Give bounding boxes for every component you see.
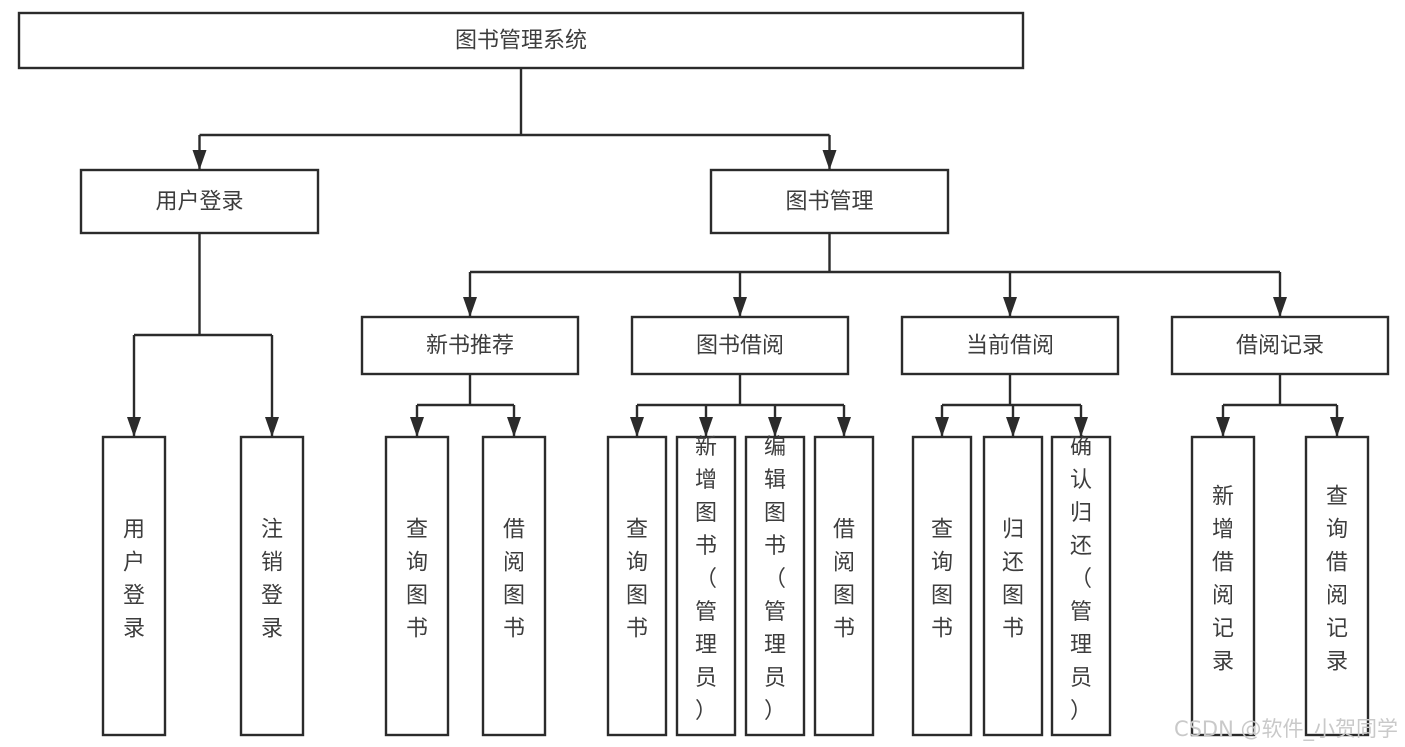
node-box-new-book-recommend[interactable] bbox=[360, 315, 580, 376]
node-box-user-login[interactable] bbox=[79, 168, 320, 235]
connector-group-root bbox=[192, 68, 837, 170]
node-leaf-query-book-current[interactable]: 查询图书 bbox=[911, 435, 973, 737]
arrow-head-icon bbox=[1273, 297, 1287, 317]
node-box-leaf-add-book[interactable] bbox=[675, 435, 737, 737]
arrow-head-icon bbox=[1074, 417, 1088, 437]
node-label-root: 图书管理系统 bbox=[455, 29, 587, 54]
node-label-leaf-user-login: 用户登录 bbox=[123, 518, 145, 642]
node-label-leaf-query-borrow-record: 查询借阅记录 bbox=[1326, 485, 1348, 675]
node-label-leaf-query-book: 查询图书 bbox=[626, 518, 648, 642]
node-box-leaf-query-book-current[interactable] bbox=[911, 435, 973, 737]
node-book-management[interactable]: 图书管理 bbox=[709, 168, 950, 235]
node-box-leaf-edit-book[interactable] bbox=[744, 435, 806, 737]
node-leaf-query-borrow-record[interactable]: 查询借阅记录 bbox=[1304, 435, 1370, 737]
node-root[interactable]: 图书管理系统 bbox=[17, 11, 1025, 70]
connector-group-current-borrow bbox=[935, 374, 1088, 437]
arrow-head-icon bbox=[1330, 417, 1344, 437]
node-box-borrow-record[interactable] bbox=[1170, 315, 1390, 376]
node-box-leaf-borrow-book-recommend[interactable] bbox=[481, 435, 547, 737]
node-label-leaf-add-borrow-record: 新增借阅记录 bbox=[1212, 485, 1234, 675]
watermark-label: CSDN @软件_小贺同学 bbox=[1174, 717, 1398, 742]
node-label-leaf-query-book-recommend: 查询图书 bbox=[406, 518, 428, 642]
node-box-leaf-logout[interactable] bbox=[239, 435, 305, 737]
arrow-head-icon bbox=[265, 417, 279, 437]
node-label-leaf-return-book: 归还图书 bbox=[1002, 518, 1024, 642]
arrow-head-icon bbox=[507, 417, 521, 437]
node-leaf-add-book[interactable]: 新增图书（管理员） bbox=[675, 435, 737, 737]
node-box-current-borrow[interactable] bbox=[900, 315, 1120, 376]
node-leaf-confirm-return[interactable]: 确认归还（管理员） bbox=[1050, 435, 1112, 737]
arrow-head-icon bbox=[768, 417, 782, 437]
node-box-leaf-query-borrow-record[interactable] bbox=[1304, 435, 1370, 737]
node-box-leaf-add-borrow-record[interactable] bbox=[1190, 435, 1256, 737]
node-leaf-logout[interactable]: 注销登录 bbox=[239, 435, 305, 737]
arrow-head-icon bbox=[1003, 297, 1017, 317]
arrow-head-icon bbox=[837, 417, 851, 437]
node-label-new-book-recommend: 新书推荐 bbox=[426, 334, 514, 359]
node-box-book-management[interactable] bbox=[709, 168, 950, 235]
arrow-head-icon bbox=[463, 297, 477, 317]
node-label-leaf-confirm-return: 确认归还（管理员） bbox=[1070, 435, 1092, 724]
node-label-leaf-logout: 注销登录 bbox=[261, 518, 283, 642]
connector-group-borrow-record bbox=[1216, 374, 1344, 437]
connector-group-user-login bbox=[127, 233, 279, 437]
node-new-book-recommend[interactable]: 新书推荐 bbox=[360, 315, 580, 376]
node-leaf-borrow-book-recommend[interactable]: 借阅图书 bbox=[481, 435, 547, 737]
node-box-root[interactable] bbox=[17, 11, 1025, 70]
node-label-leaf-borrow-book-recommend: 借阅图书 bbox=[503, 518, 525, 642]
node-label-leaf-edit-book: 编辑图书（管理员） bbox=[764, 435, 786, 724]
node-box-book-borrow[interactable] bbox=[630, 315, 850, 376]
arrow-head-icon bbox=[630, 417, 644, 437]
node-borrow-record[interactable]: 借阅记录 bbox=[1170, 315, 1390, 376]
node-leaf-add-borrow-record[interactable]: 新增借阅记录 bbox=[1190, 435, 1256, 737]
node-label-user-login: 用户登录 bbox=[155, 190, 243, 215]
node-box-leaf-confirm-return[interactable] bbox=[1050, 435, 1112, 737]
node-label-current-borrow: 当前借阅 bbox=[966, 334, 1054, 359]
node-leaf-query-book[interactable]: 查询图书 bbox=[606, 435, 668, 737]
connector-group-book-management bbox=[463, 233, 1287, 317]
node-box-leaf-query-book-recommend[interactable] bbox=[384, 435, 450, 737]
node-label-book-management: 图书管理 bbox=[785, 190, 873, 215]
node-box-leaf-borrow-book[interactable] bbox=[813, 435, 875, 737]
node-label-leaf-add-book: 新增图书（管理员） bbox=[695, 435, 717, 724]
node-current-borrow[interactable]: 当前借阅 bbox=[900, 315, 1120, 376]
node-label-leaf-borrow-book: 借阅图书 bbox=[833, 518, 855, 642]
node-label-borrow-record: 借阅记录 bbox=[1236, 334, 1324, 359]
arrow-head-icon bbox=[1006, 417, 1020, 437]
arrow-head-icon bbox=[822, 150, 837, 170]
arrow-head-icon bbox=[1216, 417, 1230, 437]
node-leaf-query-book-recommend[interactable]: 查询图书 bbox=[384, 435, 450, 737]
connector-group-new-book-recommend bbox=[410, 374, 521, 437]
node-book-borrow[interactable]: 图书借阅 bbox=[630, 315, 850, 376]
node-leaf-edit-book[interactable]: 编辑图书（管理员） bbox=[744, 435, 806, 737]
arrow-head-icon bbox=[192, 150, 207, 170]
connector-group-book-borrow bbox=[630, 374, 851, 437]
nodes-layer: 图书管理系统用户登录图书管理新书推荐图书借阅当前借阅借阅记录用户登录注销登录查询… bbox=[17, 11, 1390, 737]
node-leaf-return-book[interactable]: 归还图书 bbox=[982, 435, 1044, 737]
node-label-book-borrow: 图书借阅 bbox=[696, 334, 784, 359]
arrow-head-icon bbox=[733, 297, 747, 317]
node-box-leaf-query-book[interactable] bbox=[606, 435, 668, 737]
node-label-leaf-query-book-current: 查询图书 bbox=[931, 518, 953, 642]
node-box-leaf-user-login[interactable] bbox=[101, 435, 167, 737]
arrow-head-icon bbox=[127, 417, 141, 437]
arrow-head-icon bbox=[410, 417, 424, 437]
arrow-head-icon bbox=[699, 417, 713, 437]
node-user-login[interactable]: 用户登录 bbox=[79, 168, 320, 235]
node-leaf-borrow-book[interactable]: 借阅图书 bbox=[813, 435, 875, 737]
arrow-head-icon bbox=[935, 417, 949, 437]
node-box-leaf-return-book[interactable] bbox=[982, 435, 1044, 737]
node-leaf-user-login[interactable]: 用户登录 bbox=[101, 435, 167, 737]
connectors-layer bbox=[127, 68, 1344, 437]
